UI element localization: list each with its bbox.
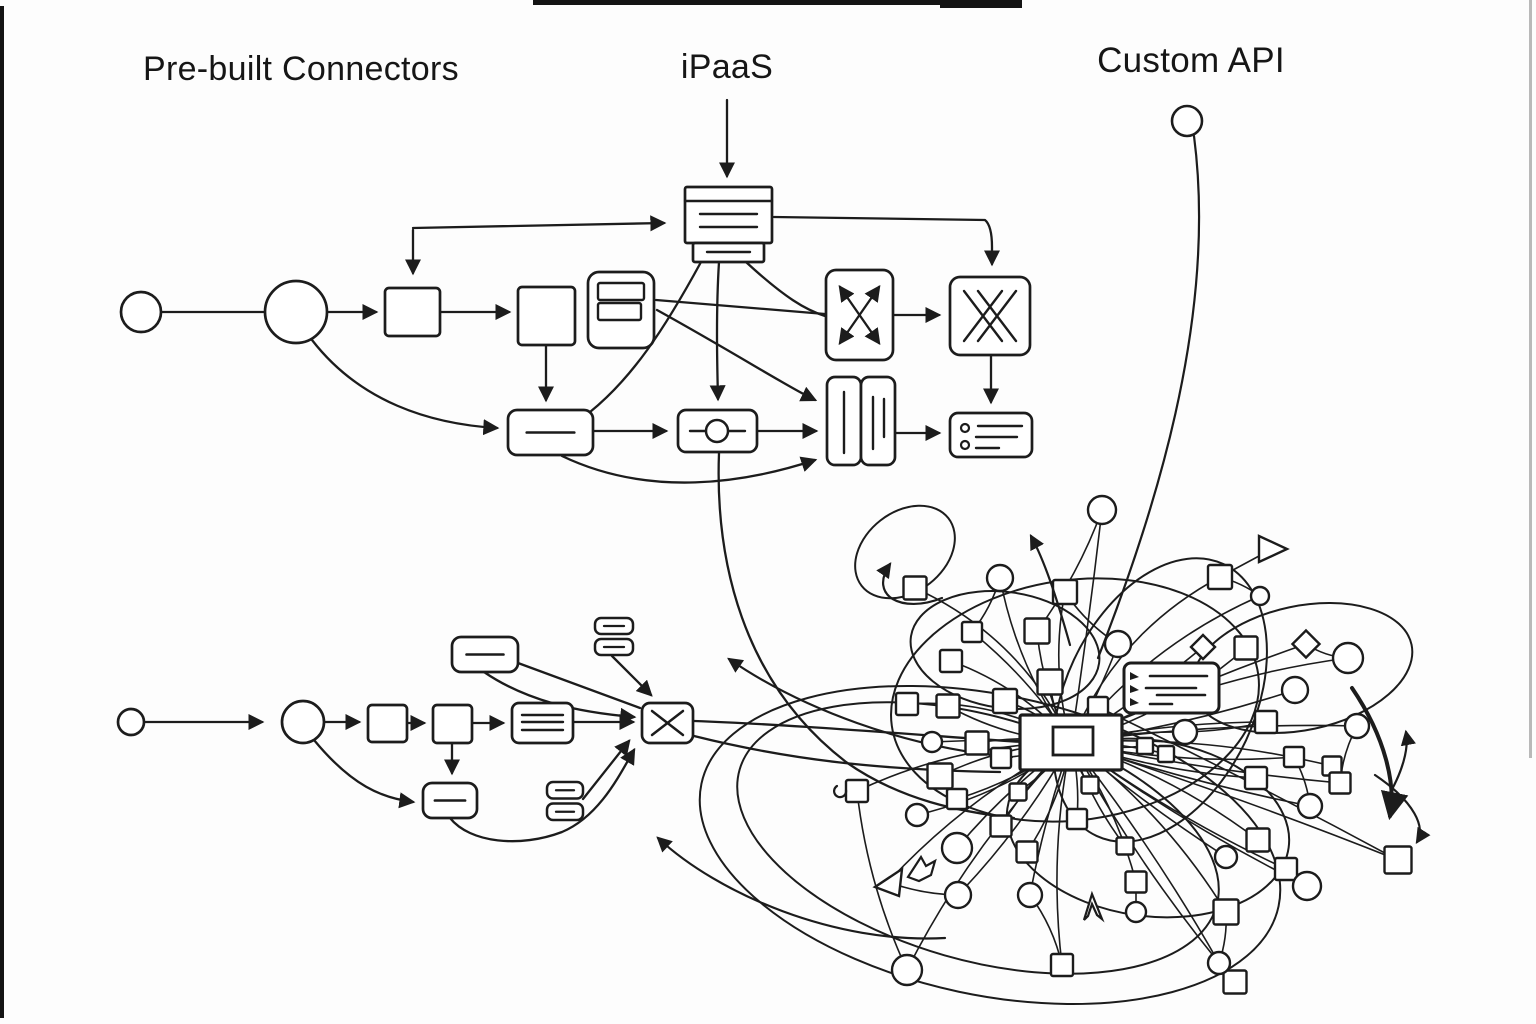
tangle-q12 [1233, 635, 1259, 661]
tangle-q3 [960, 620, 984, 644]
tangle-q26 [1080, 775, 1100, 795]
tangle-q18 [1135, 736, 1155, 756]
tangle-g2 [1082, 890, 1105, 923]
tangle-q4 [1023, 617, 1051, 645]
api-spec-card [1122, 661, 1221, 715]
transform-box [824, 268, 895, 362]
b-square-2 [431, 703, 474, 745]
tangle-q32 [1273, 856, 1299, 882]
tangle-d2 [1189, 633, 1217, 661]
tangle-o16 [1206, 950, 1232, 976]
tangle-q17 [1243, 765, 1269, 791]
tangle-o2 [985, 563, 1015, 593]
queue-panels [825, 375, 897, 467]
tangle-q30 [1049, 952, 1075, 978]
tangle-q16 [1328, 771, 1352, 795]
tangle-q13 [1253, 709, 1279, 735]
tangle-q36 [964, 730, 990, 756]
start-circle [119, 290, 163, 334]
tangle-o10 [904, 802, 930, 828]
tangle-o1 [1086, 494, 1118, 526]
bottom-flow-edges [143, 654, 1023, 843]
b-stack-top [593, 616, 635, 657]
tangle-q11 [1206, 563, 1234, 591]
tangle-o6 [1331, 641, 1365, 675]
tangle-q8 [991, 687, 1019, 715]
tangle-q35 [1383, 845, 1413, 875]
tangle-q24 [1008, 782, 1028, 802]
tangle-q27 [1065, 807, 1089, 831]
task-bar [506, 408, 595, 457]
top-border-artifact [533, 0, 1021, 5]
routing-box [948, 275, 1032, 357]
tangle-q29 [1124, 870, 1148, 894]
step-square-2 [516, 285, 577, 347]
right-border-artifact [1529, 0, 1532, 758]
tangle-q28 [1115, 836, 1135, 856]
b-gateway [640, 701, 695, 745]
merge-circle [263, 279, 329, 345]
tangle-q19 [1156, 744, 1176, 764]
toggle-box [676, 408, 759, 454]
label-ipaas: iPaaS [681, 48, 773, 86]
tangle-o3 [1103, 629, 1133, 659]
tangle-q25 [1015, 840, 1039, 864]
tangle-q23 [989, 814, 1013, 838]
tangle-nodes [844, 494, 1413, 995]
tangle-o5 [1249, 585, 1271, 607]
b-merge-circle [280, 699, 326, 745]
tangle-o4 [1171, 718, 1199, 746]
b-task-bottom [421, 781, 479, 820]
b-start-circle [116, 707, 146, 737]
tangle-q6 [894, 691, 920, 717]
tangle-q37 [989, 746, 1013, 770]
left-border-artifact [0, 6, 4, 1018]
tangle-q7 [935, 693, 961, 719]
tangle-q14 [1282, 745, 1306, 769]
tangle-o19 [920, 730, 944, 754]
log-card [948, 411, 1034, 459]
tangle-o7 [1280, 675, 1310, 705]
api-core-box [1018, 713, 1124, 772]
tangle-o11 [940, 831, 974, 865]
tangle-q22 [844, 778, 870, 804]
b-stack-bottom [545, 780, 585, 822]
tangle-q31 [1245, 827, 1271, 853]
bottom-flow-nodes [116, 616, 695, 822]
tangle-q5 [938, 648, 964, 674]
tangle-focus-shapes [1018, 104, 1221, 772]
tangle-o13 [1016, 881, 1044, 909]
label-custom-api: Custom API [1097, 41, 1285, 80]
tangle-q34 [1222, 969, 1248, 995]
b-task-top [450, 635, 520, 674]
tangle-q21 [945, 787, 969, 811]
ipaas-hub [683, 185, 774, 264]
top-border-artifact-2 [940, 0, 1022, 8]
list-panel [586, 270, 656, 350]
tangle-o17 [1291, 870, 1323, 902]
tangle-g1 [906, 854, 937, 883]
tangle-d1 [1290, 628, 1322, 660]
tangle-o12 [943, 880, 973, 910]
tangle-o14 [1124, 900, 1148, 924]
tangle-stray-arrows [833, 533, 1431, 844]
tangle-q1 [902, 575, 928, 601]
tangle-o15 [890, 953, 924, 987]
b-square-1 [366, 703, 409, 744]
top-flow-nodes [119, 185, 1034, 467]
tangle-q9 [1036, 668, 1064, 696]
tangle-o8 [1343, 712, 1371, 740]
tangle-o18 [1213, 844, 1239, 870]
tangle-tr2 [872, 866, 904, 898]
tangle-q20 [926, 762, 954, 790]
tangle-o9 [1296, 792, 1324, 820]
label-prebuilt-connectors: Pre-built Connectors [143, 50, 459, 88]
custom-api-endpoint [1170, 104, 1204, 138]
b-lines-panel [510, 701, 575, 745]
tangle-q33 [1212, 898, 1240, 926]
step-square-1 [383, 286, 442, 338]
tangle-tr1 [1257, 534, 1290, 564]
